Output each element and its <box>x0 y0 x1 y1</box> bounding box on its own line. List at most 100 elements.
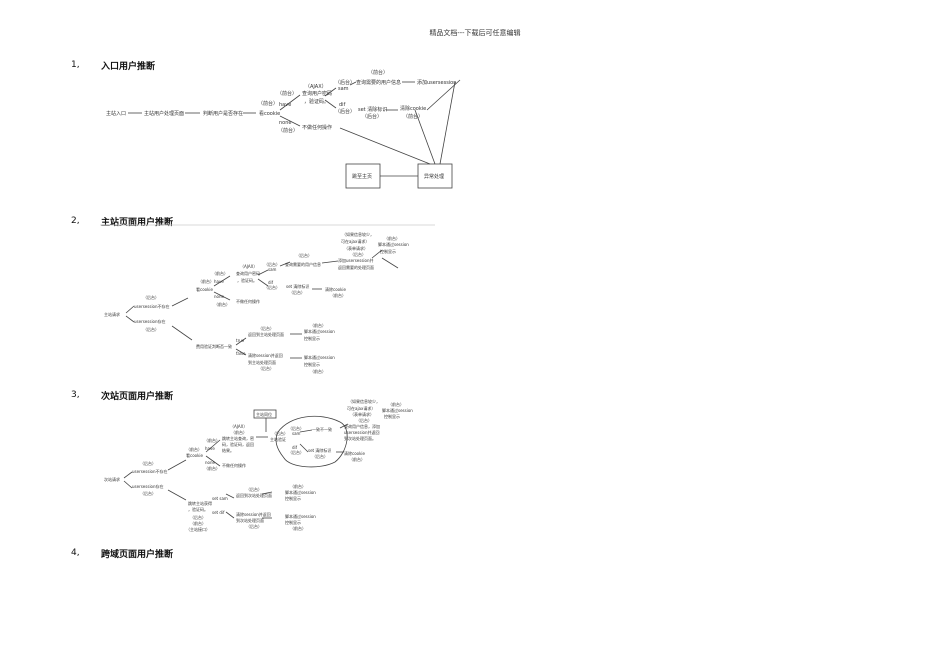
d3-script3: 脚本通过session <box>285 513 316 519</box>
d3-qt5: （前台） <box>349 456 365 462</box>
d3-ret2: （前台） <box>190 520 206 526</box>
d1-clear: 清除cookie <box>400 105 426 112</box>
section-number: 1, <box>71 60 80 70</box>
d3-noop: 不做任何操作 <box>222 462 246 468</box>
d3-none: none <box>205 460 216 465</box>
d2-noop: 不做任何操作 <box>236 298 260 304</box>
d3-script2: 脚本通过session <box>285 489 316 495</box>
d1-diff: dif <box>339 102 346 108</box>
d3-notexist: usersession不存在 <box>132 468 168 474</box>
d3-note1: （如果信息较少， <box>348 398 380 404</box>
section-title: 次站页面用户推断 <box>101 392 174 402</box>
d3-ht9: （后台） <box>246 523 262 529</box>
d2-qt5: （前台） <box>310 322 326 328</box>
d2-ht6: （后台） <box>289 289 305 295</box>
d2-qt1: （前台） <box>198 278 214 284</box>
d3-script: 脚本通过session <box>382 407 413 413</box>
d1-verify: ，验证码。 <box>304 98 329 105</box>
d2-verify: ，验证码。 <box>237 277 257 283</box>
d2-cookie: 看cookie <box>196 286 214 292</box>
d3-ht6: （后台） <box>312 453 328 459</box>
d2-ret: 返回到主站处理页面 <box>248 331 284 337</box>
d2-note6: 返回需要的处理页面 <box>338 264 374 270</box>
d1-ht1: （后台） <box>335 79 355 86</box>
d2-show3: 控制显示 <box>304 361 320 367</box>
section-title: 主站页面用户推断 <box>101 218 174 228</box>
d3-ht4: （后台） <box>288 425 304 431</box>
section-title: 入口用户推断 <box>101 62 156 72</box>
d3-cookie: 看cookie <box>186 452 204 458</box>
d2-ajax: （AJAX） <box>240 264 257 269</box>
section-title: 跨域页面用户推断 <box>101 550 174 560</box>
d3-jump4: 跳转主站获得 <box>188 500 212 506</box>
d3-diff2: set dif <box>212 510 225 515</box>
d2-note3: （表单请求） <box>344 245 368 251</box>
d3-qt-a: （前台） <box>186 446 202 452</box>
d3-exist: usersession存在 <box>132 483 164 489</box>
d2-note1: （如果信息较少， <box>342 231 374 237</box>
d2-verify2: 费用验证判断否一致 <box>196 343 232 349</box>
d3-jump5: ，验证码。 <box>188 506 208 512</box>
d1-houtai2: （前台） <box>278 127 298 134</box>
page-header: 精品文档---下载后可任意编辑 <box>429 29 521 37</box>
d1-judge: 判断用户是否存在 <box>203 110 243 117</box>
d3-ht: （后台） <box>140 460 156 466</box>
d1-ht2: （后台） <box>335 108 355 115</box>
d1-box-exc: 异常处理 <box>424 173 444 180</box>
d3-ret: 返回到次站处理页面 <box>236 492 272 498</box>
d2-show: 控制显示 <box>380 248 396 254</box>
d3-jump2: 码，验证码，返回 <box>222 441 254 447</box>
section-number: 4, <box>71 548 80 558</box>
d2-diff: dif <box>268 280 274 285</box>
d3-have: have <box>205 446 215 451</box>
d3-clear2: 清除session并返回 <box>236 511 271 517</box>
d2-qt3: （前台） <box>330 292 346 298</box>
d2-ht5: （后台） <box>296 252 312 258</box>
d3-ret3: 到次站处理页面 <box>236 517 264 523</box>
d2-exist: usersession存在 <box>134 318 166 324</box>
d3-set: set 清除标识 <box>308 447 331 453</box>
d2-ht3: （后台） <box>264 261 280 267</box>
d3-note6: usersession并返回 <box>344 429 380 435</box>
d3-qt6: （前台） <box>388 401 404 407</box>
d3-qt3: （前台） <box>231 429 247 435</box>
d3-clear: 清除cookie <box>344 450 366 456</box>
d1-qt-a: （前台） <box>277 90 297 97</box>
d3-mainv: 主站验证 <box>270 436 286 442</box>
d1-ht3: （前台） <box>368 69 388 76</box>
d3-qt8: （前台） <box>290 525 306 531</box>
d3-req: 次站请求 <box>104 476 120 482</box>
d3-sam: sam <box>292 431 301 436</box>
d2-ht4: （后台） <box>264 284 280 290</box>
d3-diff: dif <box>292 445 298 450</box>
d1-add: 添加usersession <box>417 79 456 86</box>
d1-ajax: （AJAX） <box>305 84 327 90</box>
d1-none: none <box>279 120 291 126</box>
d2-show2: 控制显示 <box>304 335 320 341</box>
d2-false: false <box>236 351 246 356</box>
d2-req: 主站请求 <box>104 311 120 317</box>
d1-query2: 查询需要的用户信息 <box>356 79 401 86</box>
d3-jump1: 跳转主站查询，密 <box>222 435 254 441</box>
d3-qt1: （前台） <box>204 437 220 443</box>
d3-jump3: 结果。 <box>222 447 234 453</box>
d1-houtai1: （前台） <box>258 100 278 107</box>
d3-ht5: （后台） <box>288 449 304 455</box>
d2-clear: 清除cookie <box>325 286 347 292</box>
d3-ajax: （AJAX） <box>230 424 247 429</box>
d2-note2: 可在ajax请求） <box>341 238 369 244</box>
d1-query: 查询用户密码 <box>302 90 332 97</box>
d1-entry: 主站入口 <box>106 110 126 117</box>
d2-query2: 查询需要的用户信息 <box>285 261 321 267</box>
d2-true: true <box>236 338 245 343</box>
d2-qt2: （前台） <box>214 301 230 307</box>
d3-note3: （表单请求） <box>350 411 374 417</box>
d3-ht3: （后台） <box>272 430 288 436</box>
d3-qt2: （前台） <box>204 465 220 471</box>
d3-note2: 可在ajax请求） <box>347 405 375 411</box>
d2-ht: （后台） <box>143 294 159 300</box>
d1-page: 主站用户处理页面 <box>144 110 184 117</box>
d3-box: 主站同位 <box>256 411 272 417</box>
d2-ht7: （后台） <box>258 325 274 331</box>
d2-clear2: 清除session并返回 <box>248 352 283 358</box>
